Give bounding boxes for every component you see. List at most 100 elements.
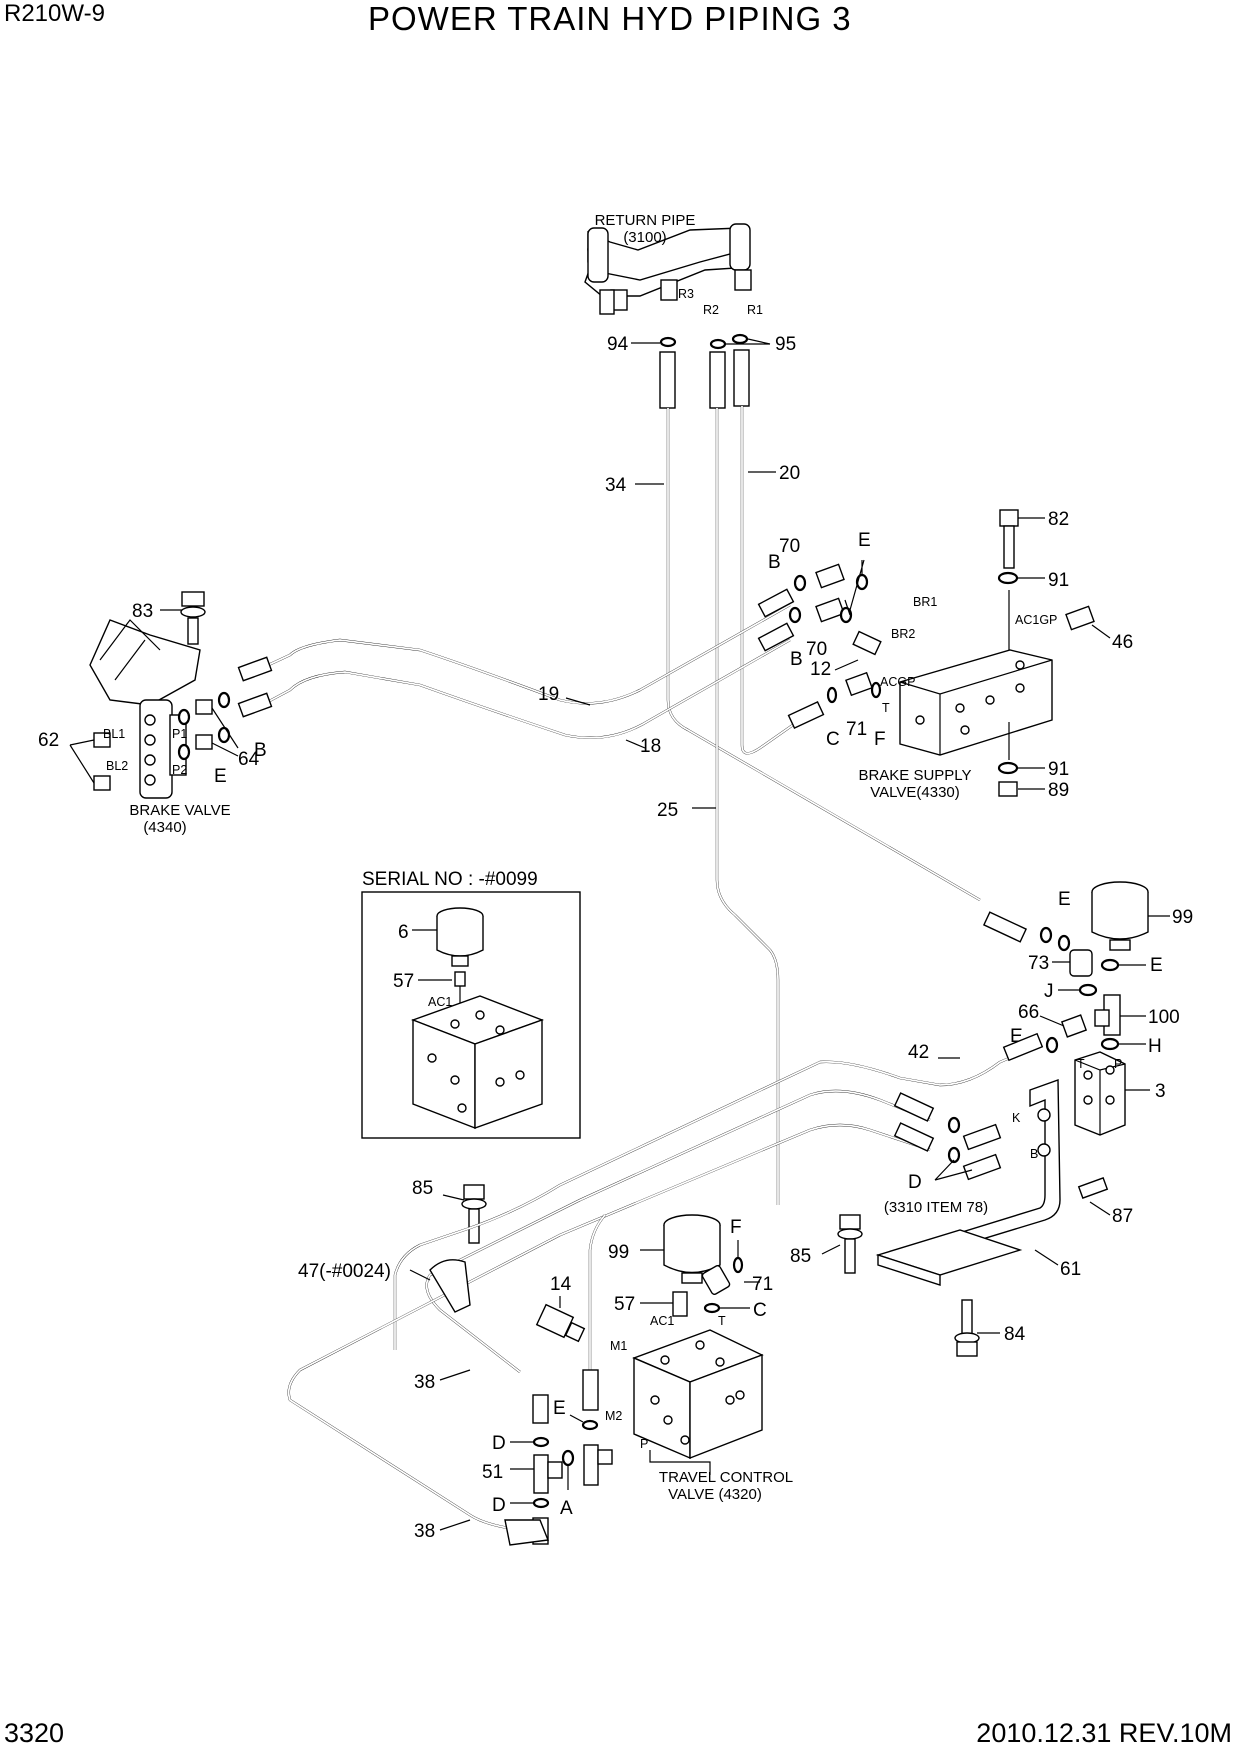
bracket-61	[875, 1079, 1061, 1286]
o-ring	[659, 336, 677, 348]
fitting-64	[195, 699, 213, 715]
brake-supply-label: BRAKE SUPPLY	[858, 767, 971, 784]
callout-91: 91	[1048, 570, 1069, 591]
port-p2: P2	[172, 763, 187, 777]
accumulator-99	[1091, 881, 1149, 951]
hose-end	[532, 1394, 549, 1424]
port-br1: BR1	[913, 595, 937, 609]
fitting	[962, 1123, 1002, 1151]
o-ring	[217, 691, 231, 709]
hose-end	[237, 692, 273, 718]
hose-end	[757, 622, 795, 652]
callout-38: 38	[414, 1521, 435, 1542]
brake-valve	[89, 619, 201, 799]
callout-3: 3	[1155, 1081, 1166, 1102]
o-ring	[177, 743, 191, 761]
callout-b: B	[790, 649, 803, 670]
callout-91: 91	[1048, 759, 1069, 780]
fitting	[962, 1153, 1002, 1181]
port-r1: R1	[747, 303, 763, 317]
hose-end	[893, 1092, 935, 1122]
callout-71: 71	[846, 719, 867, 740]
o-ring	[732, 1256, 744, 1274]
callout-12: 12	[810, 659, 831, 680]
callout-99: 99	[608, 1242, 629, 1263]
port-bl1: BL1	[103, 727, 125, 741]
callout-84: 84	[1004, 1324, 1026, 1345]
callout-42: 42	[908, 1042, 929, 1063]
callout-46: 46	[1112, 632, 1133, 653]
callout-a: A	[560, 1498, 573, 1519]
o-ring	[870, 681, 882, 699]
fitting-66	[1060, 1014, 1088, 1038]
callout-e: E	[1150, 955, 1163, 976]
o-ring	[947, 1116, 961, 1134]
valve-block-3	[1074, 1051, 1126, 1136]
elbow-73	[1069, 949, 1093, 977]
port-ac1: AC1	[650, 1314, 674, 1328]
port-b: B	[1030, 1147, 1038, 1161]
hose-end	[757, 588, 795, 618]
callout-89: 89	[1048, 780, 1069, 801]
o-ring	[1100, 1037, 1120, 1051]
o-ring	[532, 1497, 550, 1509]
page-title: POWER TRAIN HYD PIPING 3	[368, 0, 852, 37]
callout-85: 85	[790, 1246, 811, 1267]
port-acgp: ACGP	[880, 675, 915, 689]
o-ring	[1039, 926, 1053, 944]
fitting-64	[195, 734, 213, 750]
clamp-47	[429, 1259, 471, 1313]
port-bl2: BL2	[106, 759, 128, 773]
callout-71: 71	[752, 1274, 773, 1295]
o-ring	[947, 1146, 961, 1164]
elbow-71	[701, 1265, 731, 1295]
callout-d: D	[492, 1433, 506, 1454]
port-br2: BR2	[891, 627, 915, 641]
hose-19	[261, 603, 791, 705]
fitting-46	[1065, 605, 1095, 631]
brake-supply-valve	[899, 649, 1053, 756]
hose-end	[893, 1122, 935, 1152]
callout-73: 73	[1028, 953, 1049, 974]
port-m1: M1	[610, 1339, 627, 1353]
bolt-85	[461, 1184, 487, 1244]
o-ring	[855, 573, 869, 591]
callout-62: 62	[38, 730, 59, 751]
bolt-87	[1077, 1177, 1109, 1199]
o-ring	[1100, 958, 1120, 972]
port-p: P	[1114, 1057, 1122, 1071]
hose-end	[237, 656, 273, 682]
hose-end	[982, 911, 1028, 943]
port-p1: P1	[172, 727, 187, 741]
travel-control-valve	[632, 1329, 764, 1460]
callout-70: 70	[779, 536, 800, 557]
callout-18: 18	[640, 736, 661, 757]
inset-valve-block	[410, 995, 545, 1130]
callout-82: 82	[1048, 509, 1069, 530]
fitting-71	[845, 671, 873, 697]
port-r3: R3	[678, 287, 694, 301]
port-k: K	[1012, 1111, 1021, 1125]
port-ac1: AC1	[428, 995, 452, 1009]
callout-d: D	[492, 1495, 506, 1516]
o-ring	[1078, 983, 1098, 997]
washer-91	[997, 571, 1019, 585]
callout-83: 83	[132, 601, 153, 622]
callout-j: J	[1044, 981, 1054, 1002]
callout-25: 25	[657, 800, 678, 821]
port-t: T	[882, 701, 890, 715]
elbow-70	[815, 563, 845, 623]
page-number: 3320	[4, 1718, 65, 1748]
o-ring	[709, 338, 727, 350]
callout-47: 47(-#0024)	[298, 1261, 391, 1282]
tee-51	[533, 1454, 563, 1494]
bolt-85	[837, 1214, 863, 1274]
accumulator-6	[436, 907, 484, 967]
o-ring	[532, 1436, 550, 1448]
return-pipe	[584, 223, 752, 315]
callout-c: C	[753, 1300, 767, 1321]
travel-control-label: TRAVEL CONTROL	[659, 1469, 793, 1486]
tee-51-branch	[597, 1449, 613, 1465]
hose-20	[733, 349, 801, 755]
hose-38	[588, 1214, 606, 1370]
